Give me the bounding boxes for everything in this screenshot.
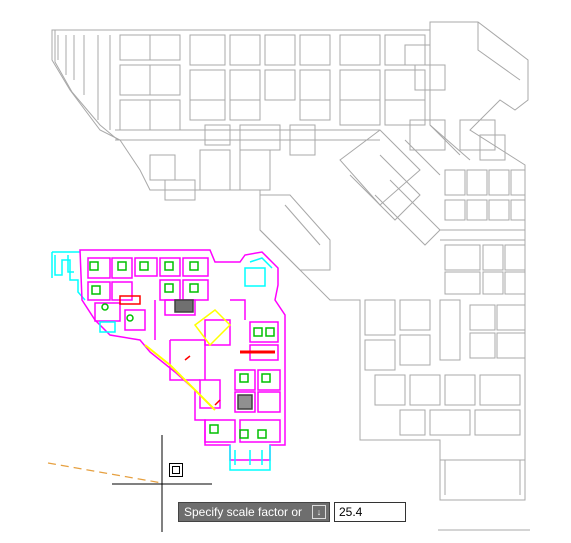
rubber-band-line <box>47 462 163 484</box>
scale-factor-input[interactable] <box>334 502 406 522</box>
scaled-floor-plan-copy <box>51 249 286 471</box>
prompt-label: Specify scale factor or <box>184 505 303 519</box>
base-floor-plan <box>51 21 530 531</box>
dynamic-input-prompt: Specify scale factor or ↓ <box>178 502 330 522</box>
pickbox-icon <box>169 463 183 477</box>
crosshair-icon <box>112 435 212 532</box>
dropdown-options-icon[interactable]: ↓ <box>312 505 326 519</box>
